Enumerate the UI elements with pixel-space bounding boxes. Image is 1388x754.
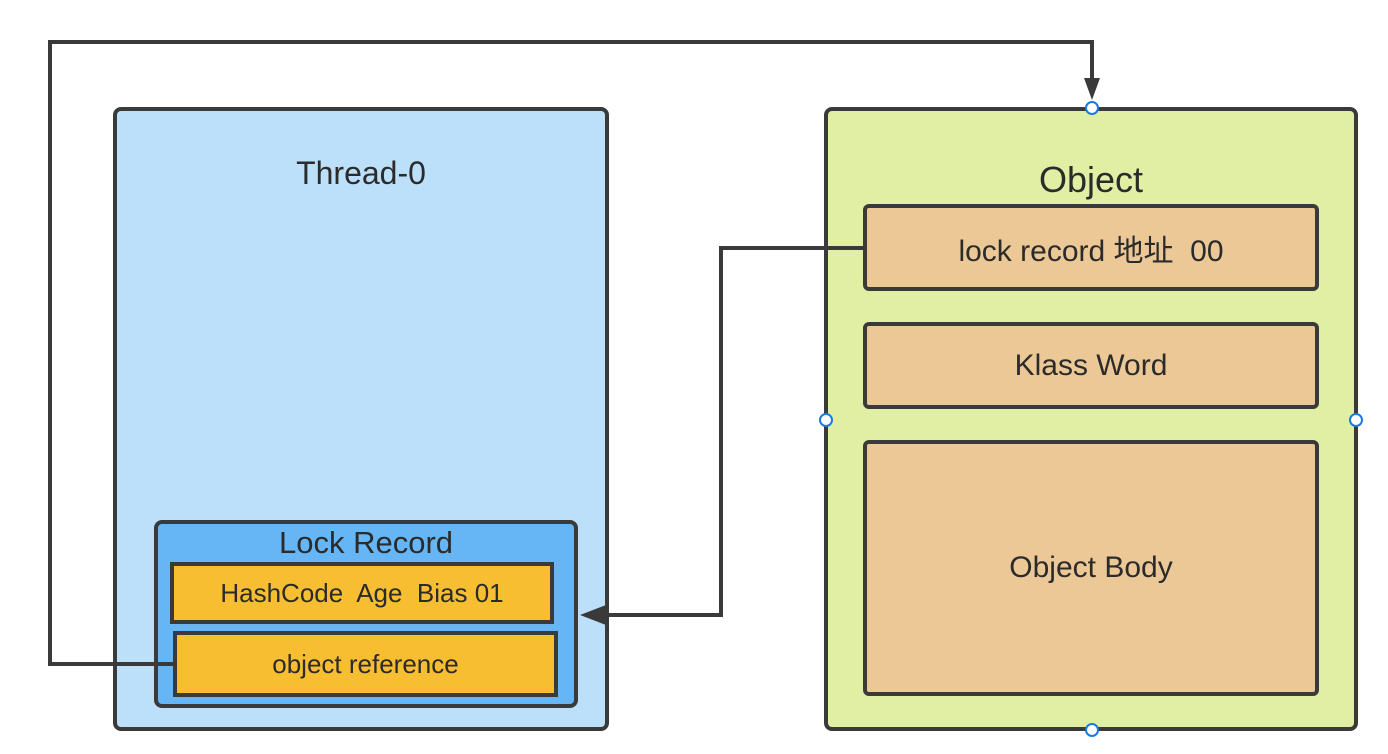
object-title: Object — [1038, 159, 1144, 200]
reference-arrow-head — [1084, 78, 1100, 100]
klass-word-cell: Klass Word — [863, 322, 1319, 409]
lock-record-title: Lock Record — [278, 525, 454, 560]
object-body-cell: Object Body — [863, 440, 1319, 696]
lock-record-mark-word: HashCode Age Bias 01 — [170, 562, 554, 624]
object-mark-word: lock record 地址 00 — [863, 204, 1319, 291]
thread-title: Thread-0 — [296, 155, 426, 191]
lock-pointer-line — [596, 246, 863, 617]
object-reference-cell: object reference — [173, 631, 558, 697]
